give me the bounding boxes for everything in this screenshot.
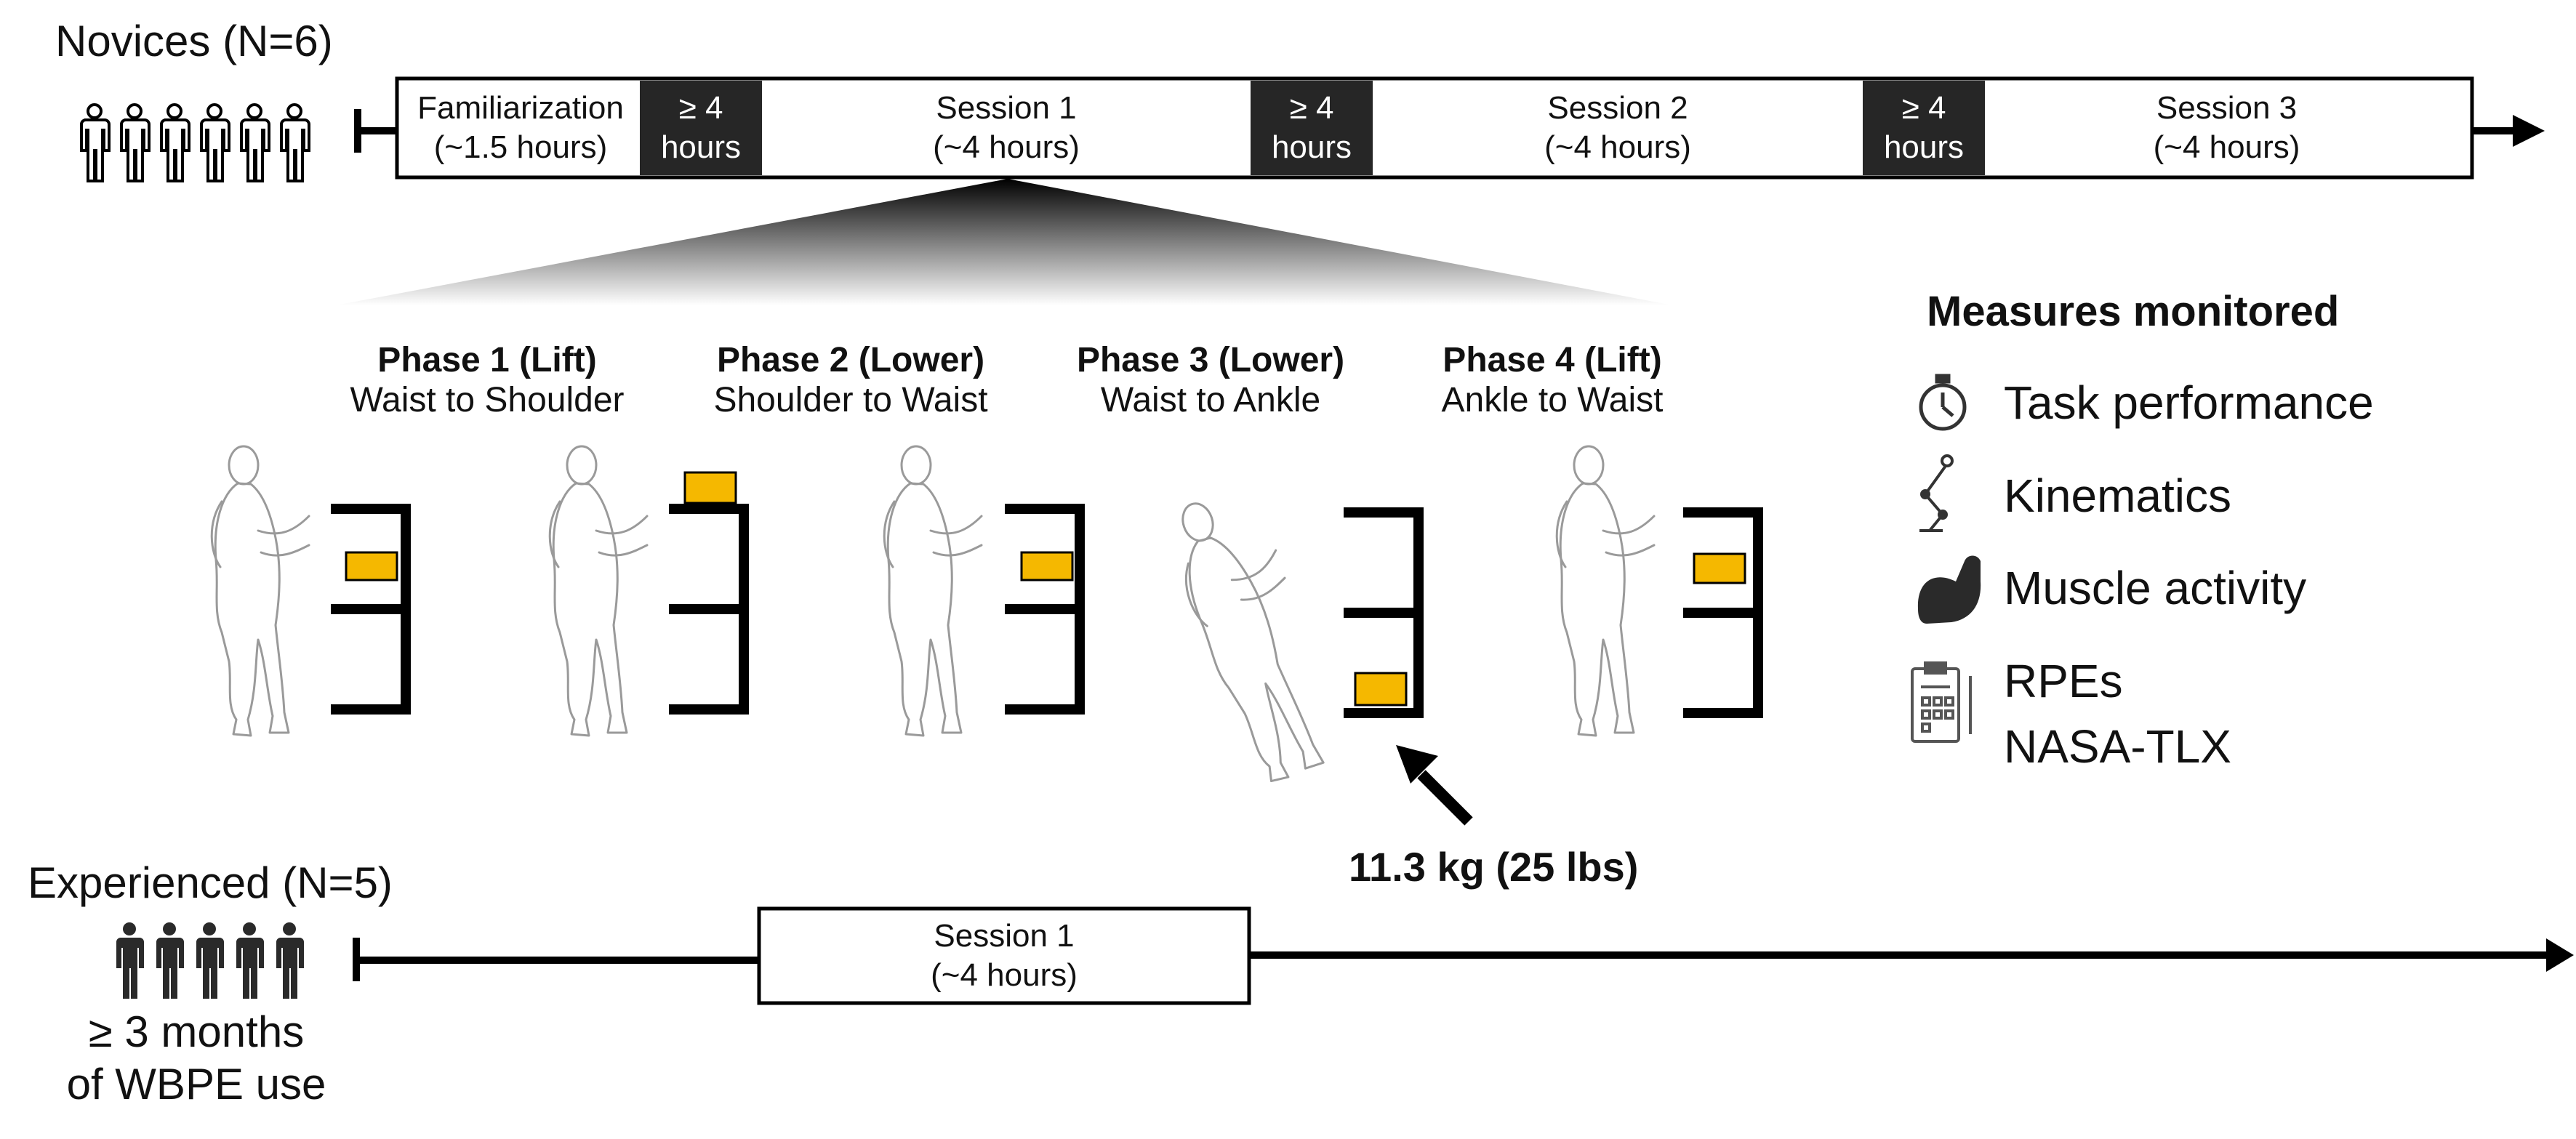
load-box (1020, 551, 1074, 581)
load-box (1693, 552, 1746, 584)
cell-line2: hours (660, 129, 742, 165)
phase-subtitle: Ankle to Waist (1441, 381, 1664, 419)
measure-task-performance: Task performance (2004, 377, 2374, 429)
load-arrow (1396, 745, 1473, 826)
phase-2-illustration (548, 445, 749, 737)
experience-note-line1: ≥ 3 months (88, 1007, 305, 1056)
load-box (345, 551, 398, 581)
novices-label: Novices (N=6) (55, 17, 333, 65)
cell-line1: ≥ 4 (1289, 90, 1334, 126)
timeline-rest-1: ≥ 4 hours (640, 81, 762, 175)
cell-line2: hours (1271, 129, 1352, 165)
cell-line2: hours (1883, 129, 1965, 165)
cell-line1: Session 2 (1547, 90, 1688, 126)
measure-nasa-tlx: NASA-TLX (2004, 720, 2231, 773)
novice-timeline-axis (354, 76, 2545, 180)
measure-rpes: RPEs (2004, 655, 2123, 707)
experienced-session-1: Session 1 (~4 hours) (763, 912, 1245, 999)
zoom-wedge (336, 179, 1672, 305)
stopwatch-icon (1919, 374, 1967, 431)
kinematics-icon (1919, 454, 1954, 532)
experienced-label: Experienced (N=5) (28, 858, 393, 907)
timeline-rest-2: ≥ 4 hours (1251, 81, 1373, 175)
timeline-rest-3: ≥ 4 hours (1863, 81, 1985, 175)
experience-note-line2: of WBPE use (66, 1060, 326, 1108)
phase-3-ankle-illustration (1160, 483, 1424, 791)
cell-line2: (~4 hours) (933, 129, 1080, 165)
phase-subtitle: Waist to Shoulder (350, 381, 625, 419)
cell-line1: Session 3 (2156, 90, 2298, 126)
phase-title: Phase 2 (Lower) (716, 341, 985, 379)
phase-title: Phase 3 (Lower) (1076, 341, 1345, 379)
experienced-people-icon (116, 922, 304, 999)
measure-muscle-activity: Muscle activity (2004, 562, 2307, 614)
phase-1-heading: Phase 1 (Lift) Waist to Shoulder (320, 340, 654, 420)
experience-note: ≥ 3 months of WBPE use (44, 1006, 349, 1111)
phase-2-heading: Phase 2 (Lower) Shoulder to Waist (683, 340, 1018, 420)
phase-3-heading: Phase 3 (Lower) Waist to Ankle (1043, 340, 1378, 420)
novice-people-icon (80, 103, 310, 182)
experienced-timeline-axis (353, 906, 2574, 1005)
phase-4-heading: Phase 4 (Lift) Ankle to Waist (1385, 340, 1720, 420)
measures-title: Measures monitored (1927, 288, 2340, 335)
muscle-icon (1917, 555, 1981, 624)
timeline-session-1: Session 1 (~4 hours) (762, 82, 1251, 174)
timeline-familiarization: Familiarization (~1.5 hours) (401, 82, 641, 174)
phase-1-illustration (210, 445, 411, 737)
phase-4-illustration (1555, 445, 1763, 737)
cell-line1: ≥ 4 (678, 90, 723, 126)
phase-subtitle: Waist to Ankle (1100, 381, 1321, 419)
cell-line1: ≥ 4 (1901, 90, 1946, 126)
phase-subtitle: Shoulder to Waist (713, 381, 988, 419)
cell-line1: Familiarization (417, 90, 624, 126)
cell-line2: (~4 hours) (2153, 129, 2300, 165)
load-label: 11.3 kg (25 lbs) (1349, 844, 1639, 890)
phase-title: Phase 4 (Lift) (1443, 341, 1662, 379)
cell-line1: Session 1 (936, 90, 1077, 126)
phase-3-waist-illustration (883, 445, 1085, 737)
phase-title: Phase 1 (Lift) (377, 341, 597, 379)
timeline-session-3: Session 3 (~4 hours) (1985, 82, 2468, 174)
clipboard-icon (1911, 661, 1972, 743)
measure-kinematics: Kinematics (2004, 470, 2231, 522)
cell-line2: (~4 hours) (1544, 129, 1691, 165)
load-box (1354, 672, 1408, 707)
timeline-session-2: Session 2 (~4 hours) (1373, 82, 1863, 174)
cell-line2: (~1.5 hours) (433, 129, 608, 165)
cell-line2: (~4 hours) (931, 957, 1078, 993)
load-box (683, 471, 737, 504)
cell-line1: Session 1 (934, 918, 1075, 954)
